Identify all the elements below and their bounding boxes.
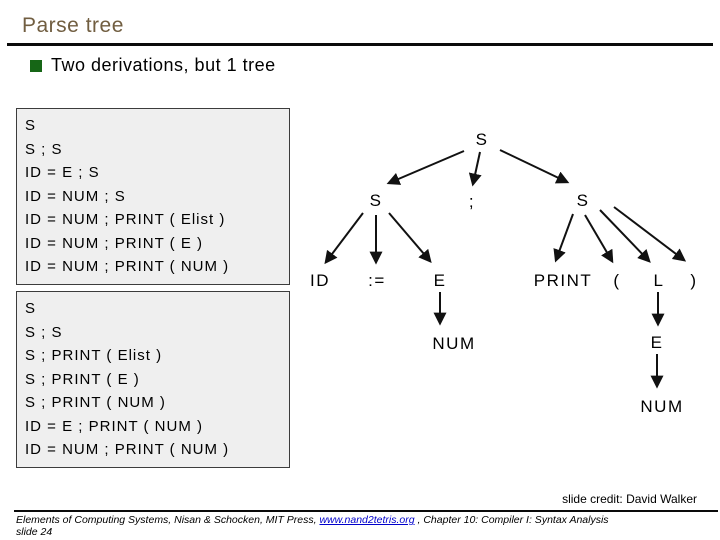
derivation-line: ID = NUM ; PRINT ( E ) [25, 234, 203, 252]
page-title: Parse tree [22, 14, 124, 37]
tree-node-id: ID [310, 271, 330, 290]
slide-number: slide 24 [16, 526, 53, 538]
derivation-line: ID = E ; S [25, 164, 100, 181]
derivation-line: ID = NUM ; PRINT ( NUM ) [25, 258, 230, 275]
derivation-line: S ; S [25, 140, 63, 158]
tree-node-right-s: S [576, 191, 590, 210]
tree-node-rparen: ) [690, 271, 698, 290]
footer-divider [14, 510, 718, 512]
tree-node-root-s: S [475, 130, 489, 149]
derivation-line: ID = NUM ; S [25, 187, 126, 205]
tree-node-l: L [653, 271, 665, 290]
derivation-line: ID = NUM ; PRINT ( Elist ) [25, 211, 226, 228]
derivation-line: ID = E ; PRINT ( NUM ) [25, 417, 203, 435]
derivation-line: S ; PRINT ( Elist ) [25, 347, 163, 364]
tree-node-num-right: NUM [640, 397, 684, 416]
tree-node-print: PRINT [533, 271, 593, 290]
tree-node-semicolon: ; [468, 192, 476, 211]
bullet-square-icon [30, 59, 42, 72]
tree-node-e-left: E [433, 271, 447, 290]
bullet-row: Two derivations, but 1 tree [30, 55, 276, 76]
bullet-text: Two derivations, but 1 tree [51, 55, 276, 75]
derivation-line: S [25, 117, 37, 134]
derivation-line: S ; PRINT ( E ) [25, 370, 140, 388]
tree-node-assign: := [368, 271, 386, 290]
nand2tetris-link[interactable]: www.nand2tetris.org [319, 514, 415, 526]
tree-node-lparen: ( [613, 271, 621, 290]
footer-reference-post: , Chapter 10: Compiler I: Syntax Analysi… [414, 514, 609, 526]
derivation-line: S ; S [25, 323, 63, 341]
derivation-line: S [25, 300, 37, 317]
tree-node-e-right: E [650, 333, 664, 352]
derivation-box-bottom: S S ; S S ; PRINT ( Elist ) S ; PRINT ( … [16, 291, 290, 468]
tree-node-left-s: S [369, 191, 383, 210]
derivation-box-top: S S ; S ID = E ; S ID = NUM ; S ID = NUM… [16, 108, 290, 285]
title-underline [7, 43, 713, 46]
footer-reference: Elements of Computing Systems, Nisan & S… [16, 514, 609, 526]
tree-node-num-left: NUM [432, 334, 476, 353]
derivation-line: S ; PRINT ( NUM ) [25, 394, 166, 411]
slide-credit: slide credit: David Walker [562, 492, 697, 506]
derivation-line: ID = NUM ; PRINT ( NUM ) [25, 441, 230, 458]
footer-reference-pre: Elements of Computing Systems, Nisan & S… [16, 514, 320, 526]
